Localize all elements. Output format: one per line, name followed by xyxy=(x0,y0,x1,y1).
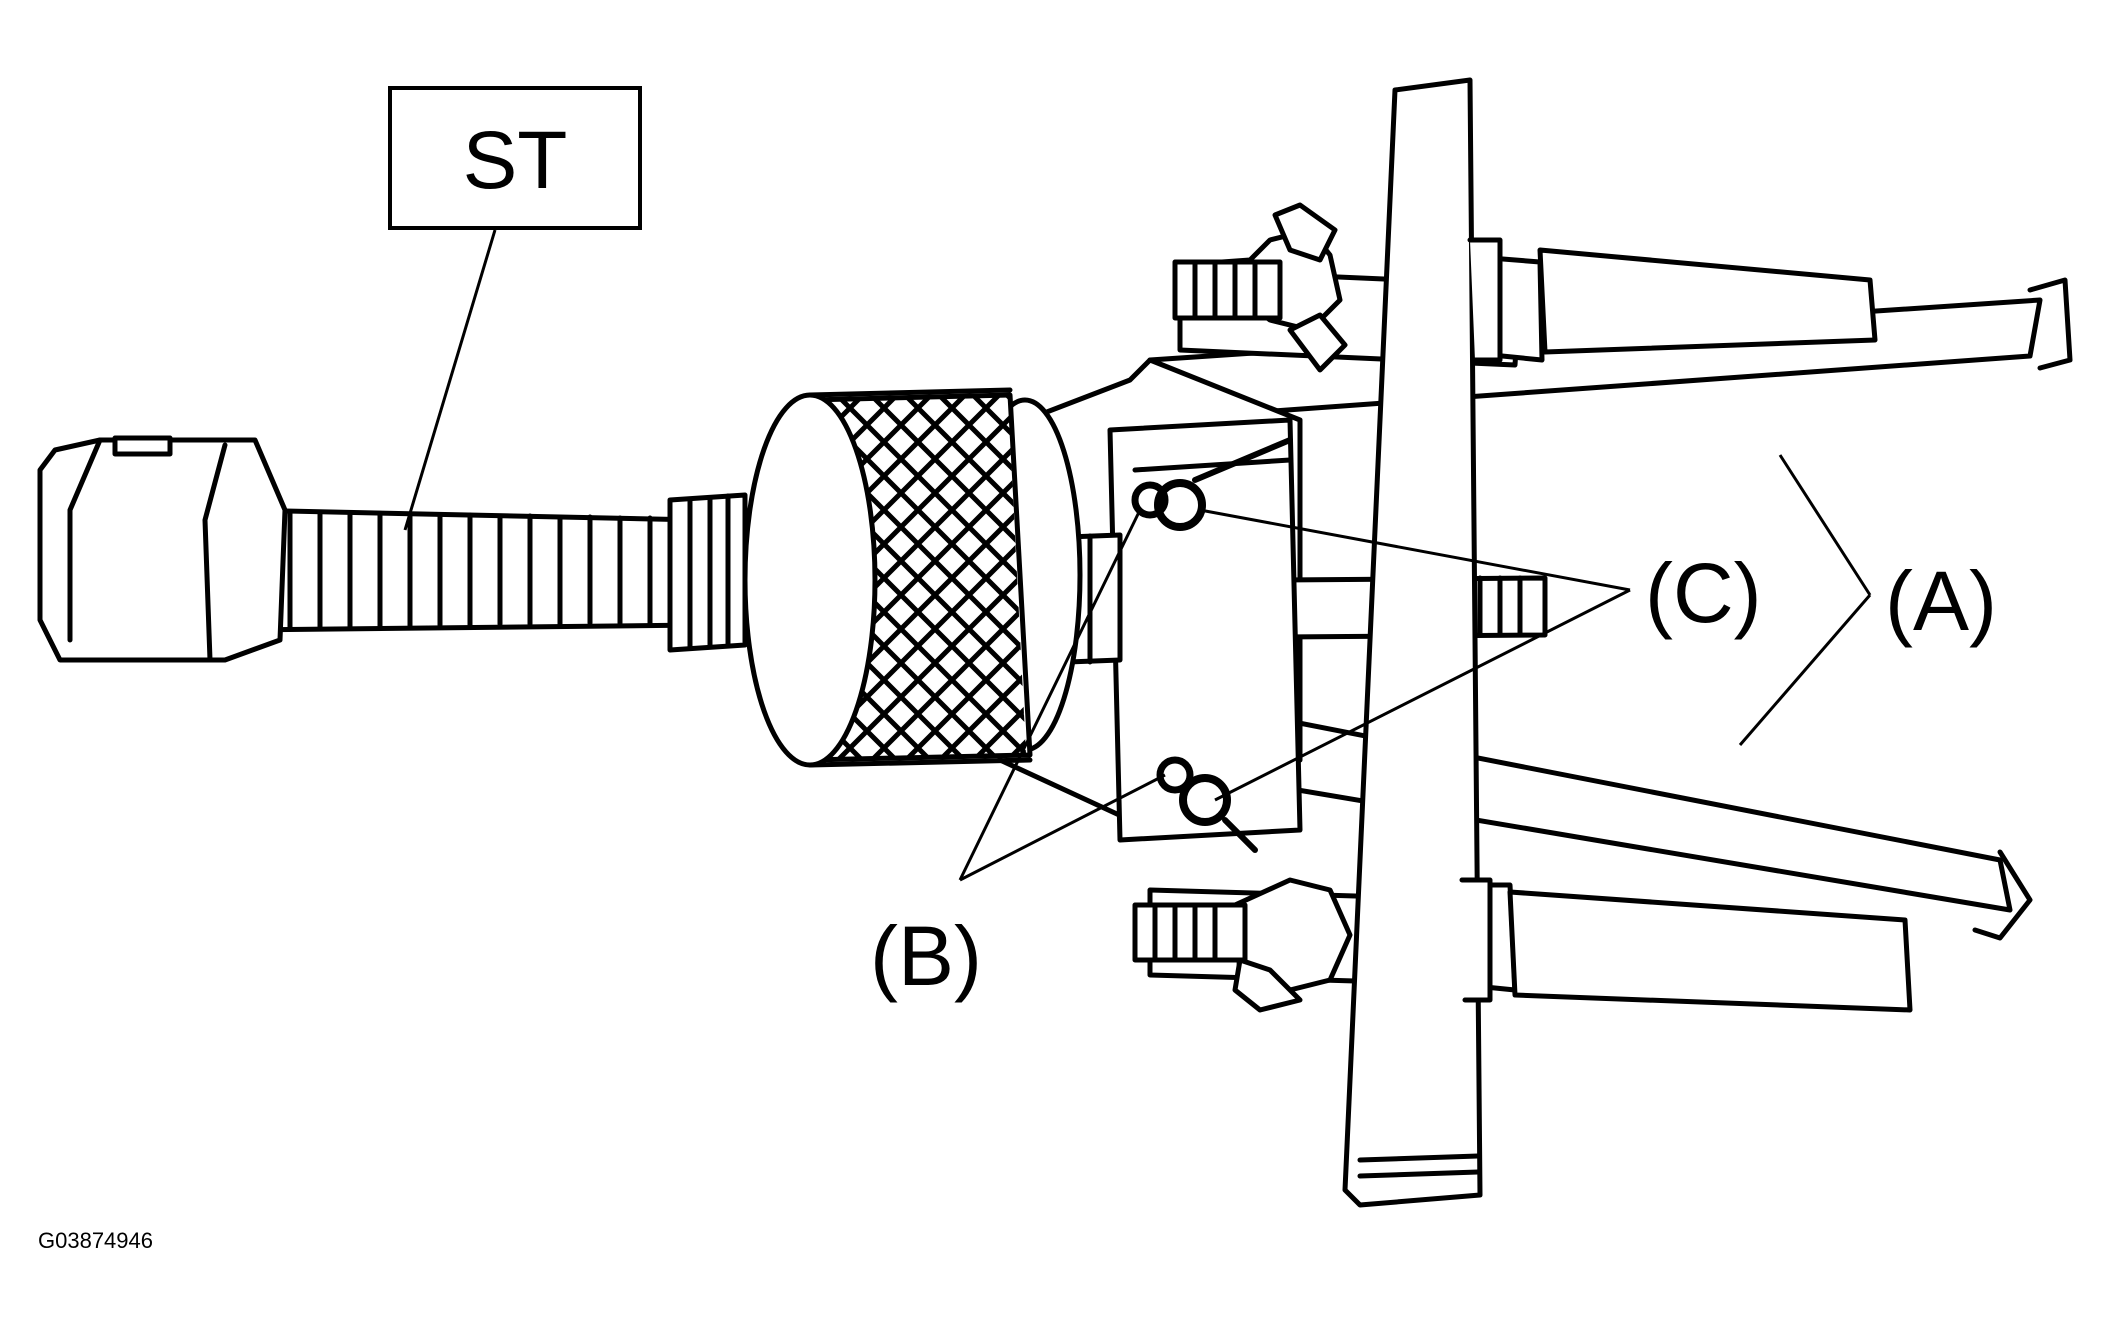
hex-head xyxy=(37,435,288,663)
clip-b-upper xyxy=(1131,437,1293,531)
lower-threaded-stud xyxy=(1132,902,1248,963)
leader-lines-a xyxy=(1738,454,1872,746)
callout-b: (B) xyxy=(870,909,982,1003)
st-label: ST xyxy=(463,115,568,206)
leader-lines-b xyxy=(958,509,1166,882)
upper-threaded-stud xyxy=(1172,259,1283,321)
threaded-shaft xyxy=(237,492,748,653)
lower-wing-nut xyxy=(1232,877,1353,1013)
inner-bracket xyxy=(1107,417,1303,843)
knurled-collar xyxy=(742,387,1083,768)
puller-plate xyxy=(1342,77,1503,1208)
clip-b-lower xyxy=(1156,756,1258,853)
st-label-box xyxy=(388,86,642,230)
leader-lines-c xyxy=(1199,508,1631,802)
figure-code: G03874946 xyxy=(38,1228,153,1253)
callout-a: (A) xyxy=(1885,554,1997,648)
callout-c: (C) xyxy=(1645,546,1762,640)
st-leader-line xyxy=(403,229,497,531)
